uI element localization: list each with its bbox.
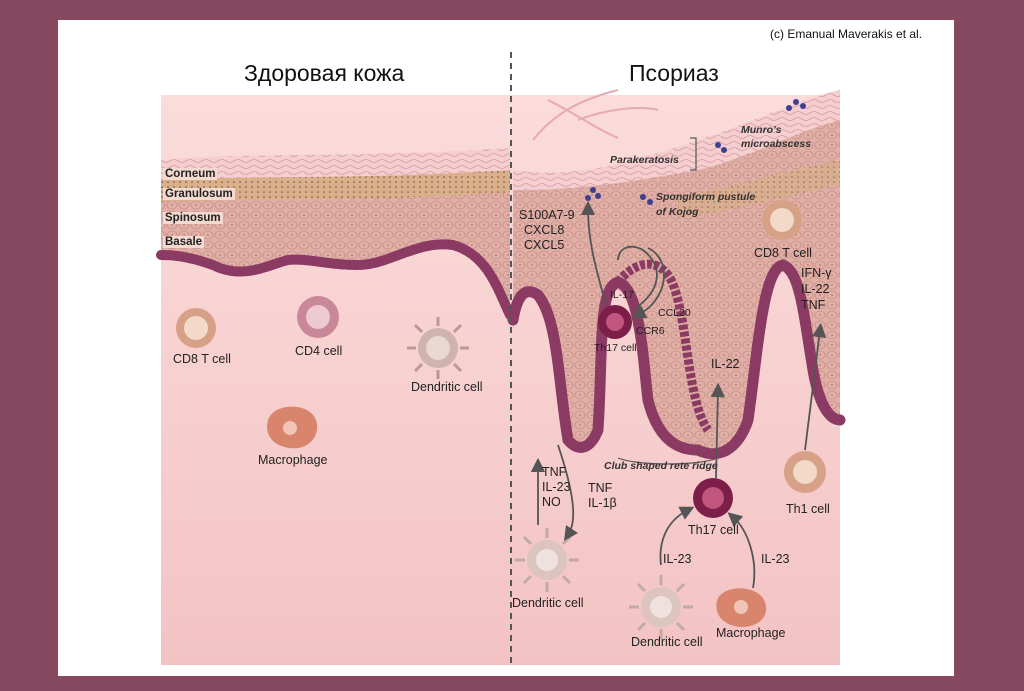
cd8-cell-healthy-shape — [176, 308, 216, 348]
label-th1: Th1 cell — [786, 502, 830, 516]
label-tnf-il1: TNF — [588, 481, 613, 495]
healthy-epidermis — [156, 148, 515, 320]
label-th17-top: Th17 cell — [594, 342, 637, 354]
label-il1b: IL-1β — [588, 496, 617, 510]
credit-text: (c) Emanual Maverakis et al. — [770, 27, 923, 41]
th1-cell-shape — [784, 451, 826, 493]
label-macrophage-healthy: Macrophage — [258, 453, 328, 467]
label-munro-1: Munro's — [741, 124, 782, 136]
label-spongiform-1: Spongiform pustule — [656, 191, 756, 203]
macrophage-psoriasis-shape — [716, 588, 767, 627]
figure-card: (c) Emanual Maverakis et al. Здоровая ко… — [58, 20, 954, 676]
label-no: NO — [542, 495, 561, 509]
label-cxcl5: CXCL5 — [524, 238, 565, 252]
parakeratosis-bracket — [690, 137, 697, 171]
heading-healthy: Здоровая кожа — [244, 60, 405, 86]
label-parakeratosis: Parakeratosis — [610, 154, 679, 166]
signal-arrows — [530, 200, 827, 589]
skin-diagram — [156, 52, 846, 665]
club-bracket — [617, 457, 719, 465]
label-cd8-psoriasis: CD8 T cell — [754, 246, 812, 260]
label-il22-mid: IL-22 — [711, 357, 740, 371]
label-cd4: CD4 cell — [295, 344, 343, 358]
heading-psoriasis: Псориаз — [629, 60, 719, 86]
label-ccl20: CCL20 — [658, 307, 691, 319]
label-cxcl8: CXCL8 — [524, 223, 565, 237]
label-il23-bottom-left: IL-23 — [663, 552, 692, 566]
label-tnf-right: TNF — [801, 298, 826, 312]
label-il23-left-stack: IL-23 — [542, 480, 571, 494]
label-il23-bottom-right: IL-23 — [761, 552, 790, 566]
layer-corneum: Corneum — [163, 168, 218, 180]
label-th17-mid: Th17 cell — [688, 523, 739, 537]
layer-granulosum: Granulosum — [163, 188, 235, 200]
label-dendritic-left: Dendritic cell — [512, 596, 584, 610]
layer-spinosum: Spinosum — [163, 212, 223, 224]
label-macrophage-psoriasis: Macrophage — [716, 626, 786, 640]
label-il17: IL-17 — [610, 289, 634, 301]
label-cd8-healthy: CD8 T cell — [173, 352, 231, 366]
label-s100: S100A7-9 — [519, 208, 575, 222]
macrophage-healthy-shape — [267, 406, 318, 449]
label-spongiform-2: of Kojog — [656, 206, 699, 218]
label-ifn: IFN-γ — [801, 266, 832, 280]
cd4-cell-shape — [297, 296, 339, 338]
dendritic-cell-healthy-shape — [407, 317, 469, 379]
th17-cell-top-shape — [598, 305, 632, 339]
label-ccr6: CCR6 — [636, 325, 665, 337]
cd8-cell-psoriasis-shape — [762, 200, 802, 240]
dendritic-cell-left-shape — [515, 528, 579, 592]
dendritic-cell-bottom-shape — [629, 575, 693, 639]
label-dendritic-bottom: Dendritic cell — [631, 635, 703, 649]
label-munro-2: microabscess — [741, 138, 812, 150]
label-club-rete: Club shaped rete ridge — [604, 460, 718, 472]
th17-cell-mid-shape — [693, 478, 733, 518]
label-dendritic-healthy: Dendritic cell — [411, 380, 483, 394]
label-il22-right: IL-22 — [801, 282, 830, 296]
label-tnf-left: TNF — [542, 465, 567, 479]
layer-basale: Basale — [163, 236, 205, 248]
